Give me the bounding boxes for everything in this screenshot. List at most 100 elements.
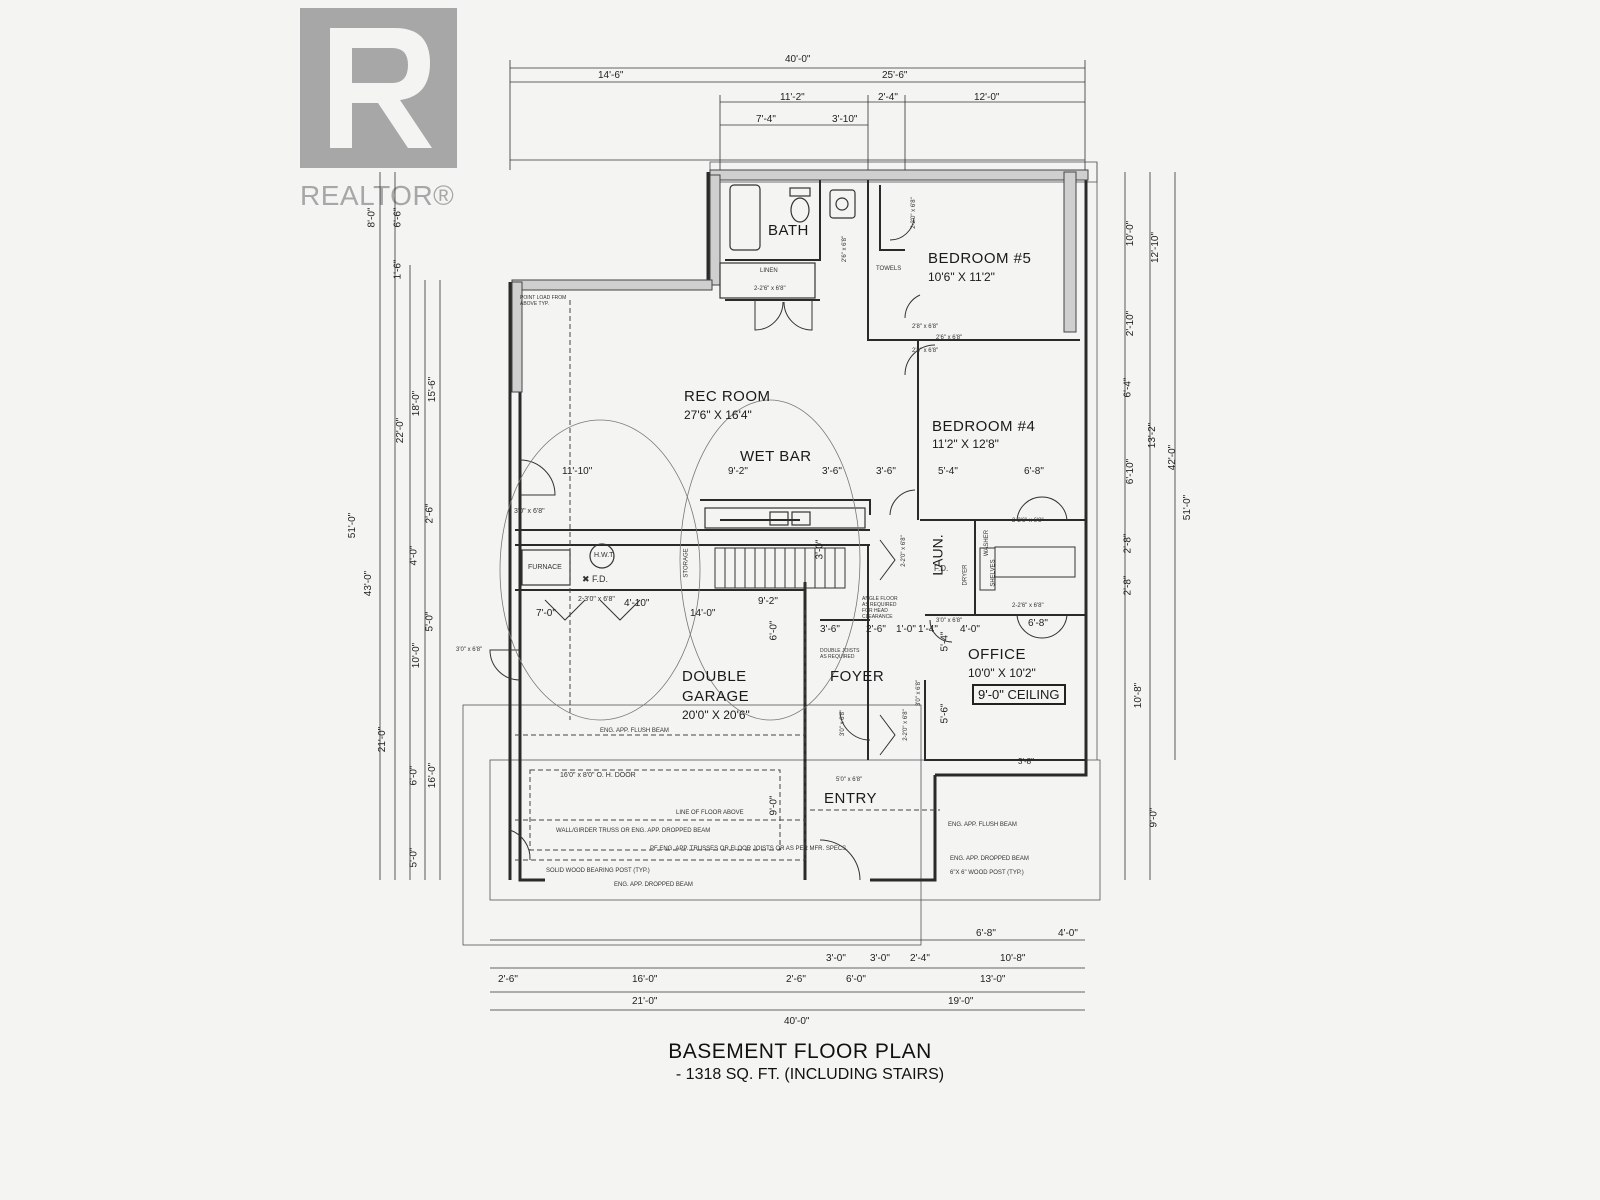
door-label: 2-2'0" x 6'8" [902,709,909,741]
dimension-left: 15'-6" [427,376,439,403]
room-garage-label-2: GARAGE [682,688,750,705]
dimension-left: 2'-6" [424,503,436,524]
dimension-right: 10'-0" [1125,220,1137,247]
dimension-right: 12'-10" [1150,231,1162,264]
dimension-left: 43'-0" [363,570,375,597]
dimension-left: 22'-0" [395,417,407,444]
dimension-left: 21'-0" [377,726,389,753]
beam-note-1: ENG. APP. FLUSH BEAM [600,728,669,734]
room-entry-label: ENTRY [824,790,878,807]
dimension-interior: 6'-0" [768,620,780,641]
dimension-interior: 6'-8" [1028,618,1048,629]
dimension-top: 14'-6" [598,70,624,81]
beam-note-2: ENG. APP. DROPPED BEAM [614,882,693,888]
dimension-bottom: 19'-0" [948,996,974,1007]
room-office-size: 10'0" X 10'2" [968,666,1036,680]
door-label: 3'0" x 6'8" [514,508,545,515]
door-label: 2'6" x 6'8" [912,348,939,354]
room-garage-label: DOUBLE [682,668,747,685]
dimension-interior: 1'-0" [896,624,916,635]
dimension-interior: 3'-8" [1018,757,1034,766]
dimension-left: 5'-0" [408,847,420,868]
laundry-fd-label: F.D. [934,564,949,573]
dimension-bottom: 4'-0" [1058,928,1078,939]
dimension-left: 1'-6" [392,259,404,280]
dimension-left: 4'-0" [408,545,420,566]
angle-floor-note: ANGLE FLOOR AS REQUIRED FOR HEAD CLEARAN… [862,596,898,620]
realtor-logo-icon [300,8,457,168]
dimension-interior: 11'-10" [562,466,593,477]
door-label: 3'0" x 6'8" [916,679,923,707]
shelves-label: SHELVES [990,559,997,587]
dimension-bottom: 6'-0" [846,974,866,985]
dimension-left: 16'-0" [427,762,439,789]
girder-note: WALL/GIRDER TRUSS OR ENG. APP. DROPPED B… [556,828,711,834]
room-garage-size: 20'0" X 20'6" [682,708,750,722]
truss-note: PF ENG. APP. TRUSSES OR FLOOR JOISTS OR … [650,846,848,852]
door-label: 2'8" x 6'8" [912,324,939,330]
room-bedroom4-size: 11'2" X 12'8" [932,437,999,451]
room-bedroom5-size: 10'6" X 11'2" [928,270,995,284]
dimension-top: 25'-6" [882,70,908,81]
dimension-interior: 5'-6" [939,703,951,724]
dimension-bottom: 2'-6" [498,974,518,985]
joists-note: DOUBLE JOISTS AS REQUIRED [820,648,860,660]
dimension-right: 10'-8" [1133,682,1145,709]
towels-label: TOWELS [876,266,902,272]
garage-door-label: 16'0" x 8'0" O. H. DOOR [560,772,636,779]
dimension-interior: 9'-2" [758,596,778,607]
room-wet-bar-label: WET BAR [740,448,812,465]
dimension-interior: 4'-0" [960,624,980,635]
dimension-top: 2'-4" [878,92,898,103]
point-load-note: POINT LOAD FROM ABOVE TYP. [520,295,567,307]
dimension-left: 10'-0" [411,642,423,669]
door-label: 2-3'0" x 6'8" [578,596,615,603]
dimension-bottom: 3'-0" [870,953,890,964]
beam-note-3: ENG. APP. FLUSH BEAM [948,822,1017,828]
dimension-top: 7'-4" [756,114,776,125]
dryer-label: DRYER [962,564,969,586]
dimension-right: 42'-0" [1167,444,1179,471]
dimension-left: 51'-0" [347,512,359,539]
room-foyer-label: FOYER [830,668,885,685]
realtor-logo-text: REALTOR® [300,180,455,211]
dimension-interior: 1'-4" [918,624,938,635]
plan-title: BASEMENT FLOOR PLAN [668,1040,932,1063]
storage-label: STORAGE [683,548,690,578]
dimension-interior: 5'-4" [938,466,958,477]
door-label: 2-2'6" x 6'8" [1012,603,1044,609]
dimension-interior: 6'-8" [1024,466,1044,477]
dimension-interior: 3'-6" [820,624,840,635]
dimension-right: 2'-8" [1122,575,1134,596]
door-label: 5'0" x 6'8" [836,777,863,783]
dimension-top: 12'-0" [974,92,1000,103]
dimension-left: 8'-0" [366,207,378,228]
dimension-right: 13'-2" [1147,422,1159,449]
office-ceiling-note: 9'-0" CEILING [972,684,1066,705]
dimension-left: 6'-6" [392,207,404,228]
door-label: 2'6" x 6'8" [842,235,849,263]
room-bedroom5-label: BEDROOM #5 [928,250,1032,267]
dimension-interior: 7'-0" [536,608,556,619]
dimension-interior: 3'-6" [876,466,896,477]
floor-above-note: LINE OF FLOOR ABOVE [676,810,744,816]
dimension-bottom: 13'-0" [980,974,1006,985]
dimension-bottom: 2'-4" [910,953,930,964]
dimension-interior: 5'-4" [939,631,951,652]
dimension-right: 9'-0" [1148,807,1160,828]
door-label: 3'0" x 6'8" [936,618,963,624]
dimension-bottom: 40'-0" [784,1016,810,1027]
door-label: 3'0" x 6'8" [456,647,483,653]
room-bedroom4-label: BEDROOM #4 [932,418,1036,435]
washer-label: WASHER [984,529,991,557]
door-label: 2-2'0" x 6'8" [910,197,917,229]
beam-note-4: ENG. APP. DROPPED BEAM [950,856,1029,862]
dimension-interior: 2'-6" [866,624,886,635]
dimension-interior: 4'-10" [624,598,650,609]
plan-subtitle: - 1318 SQ. FT. (INCLUDING STAIRS) [675,1066,945,1083]
dimension-bottom: 6'-8" [976,928,996,939]
dimension-top: 11'-2" [780,92,805,103]
dimension-bottom: 3'-0" [826,953,846,964]
dimension-interior: 3'-0" [814,539,826,560]
